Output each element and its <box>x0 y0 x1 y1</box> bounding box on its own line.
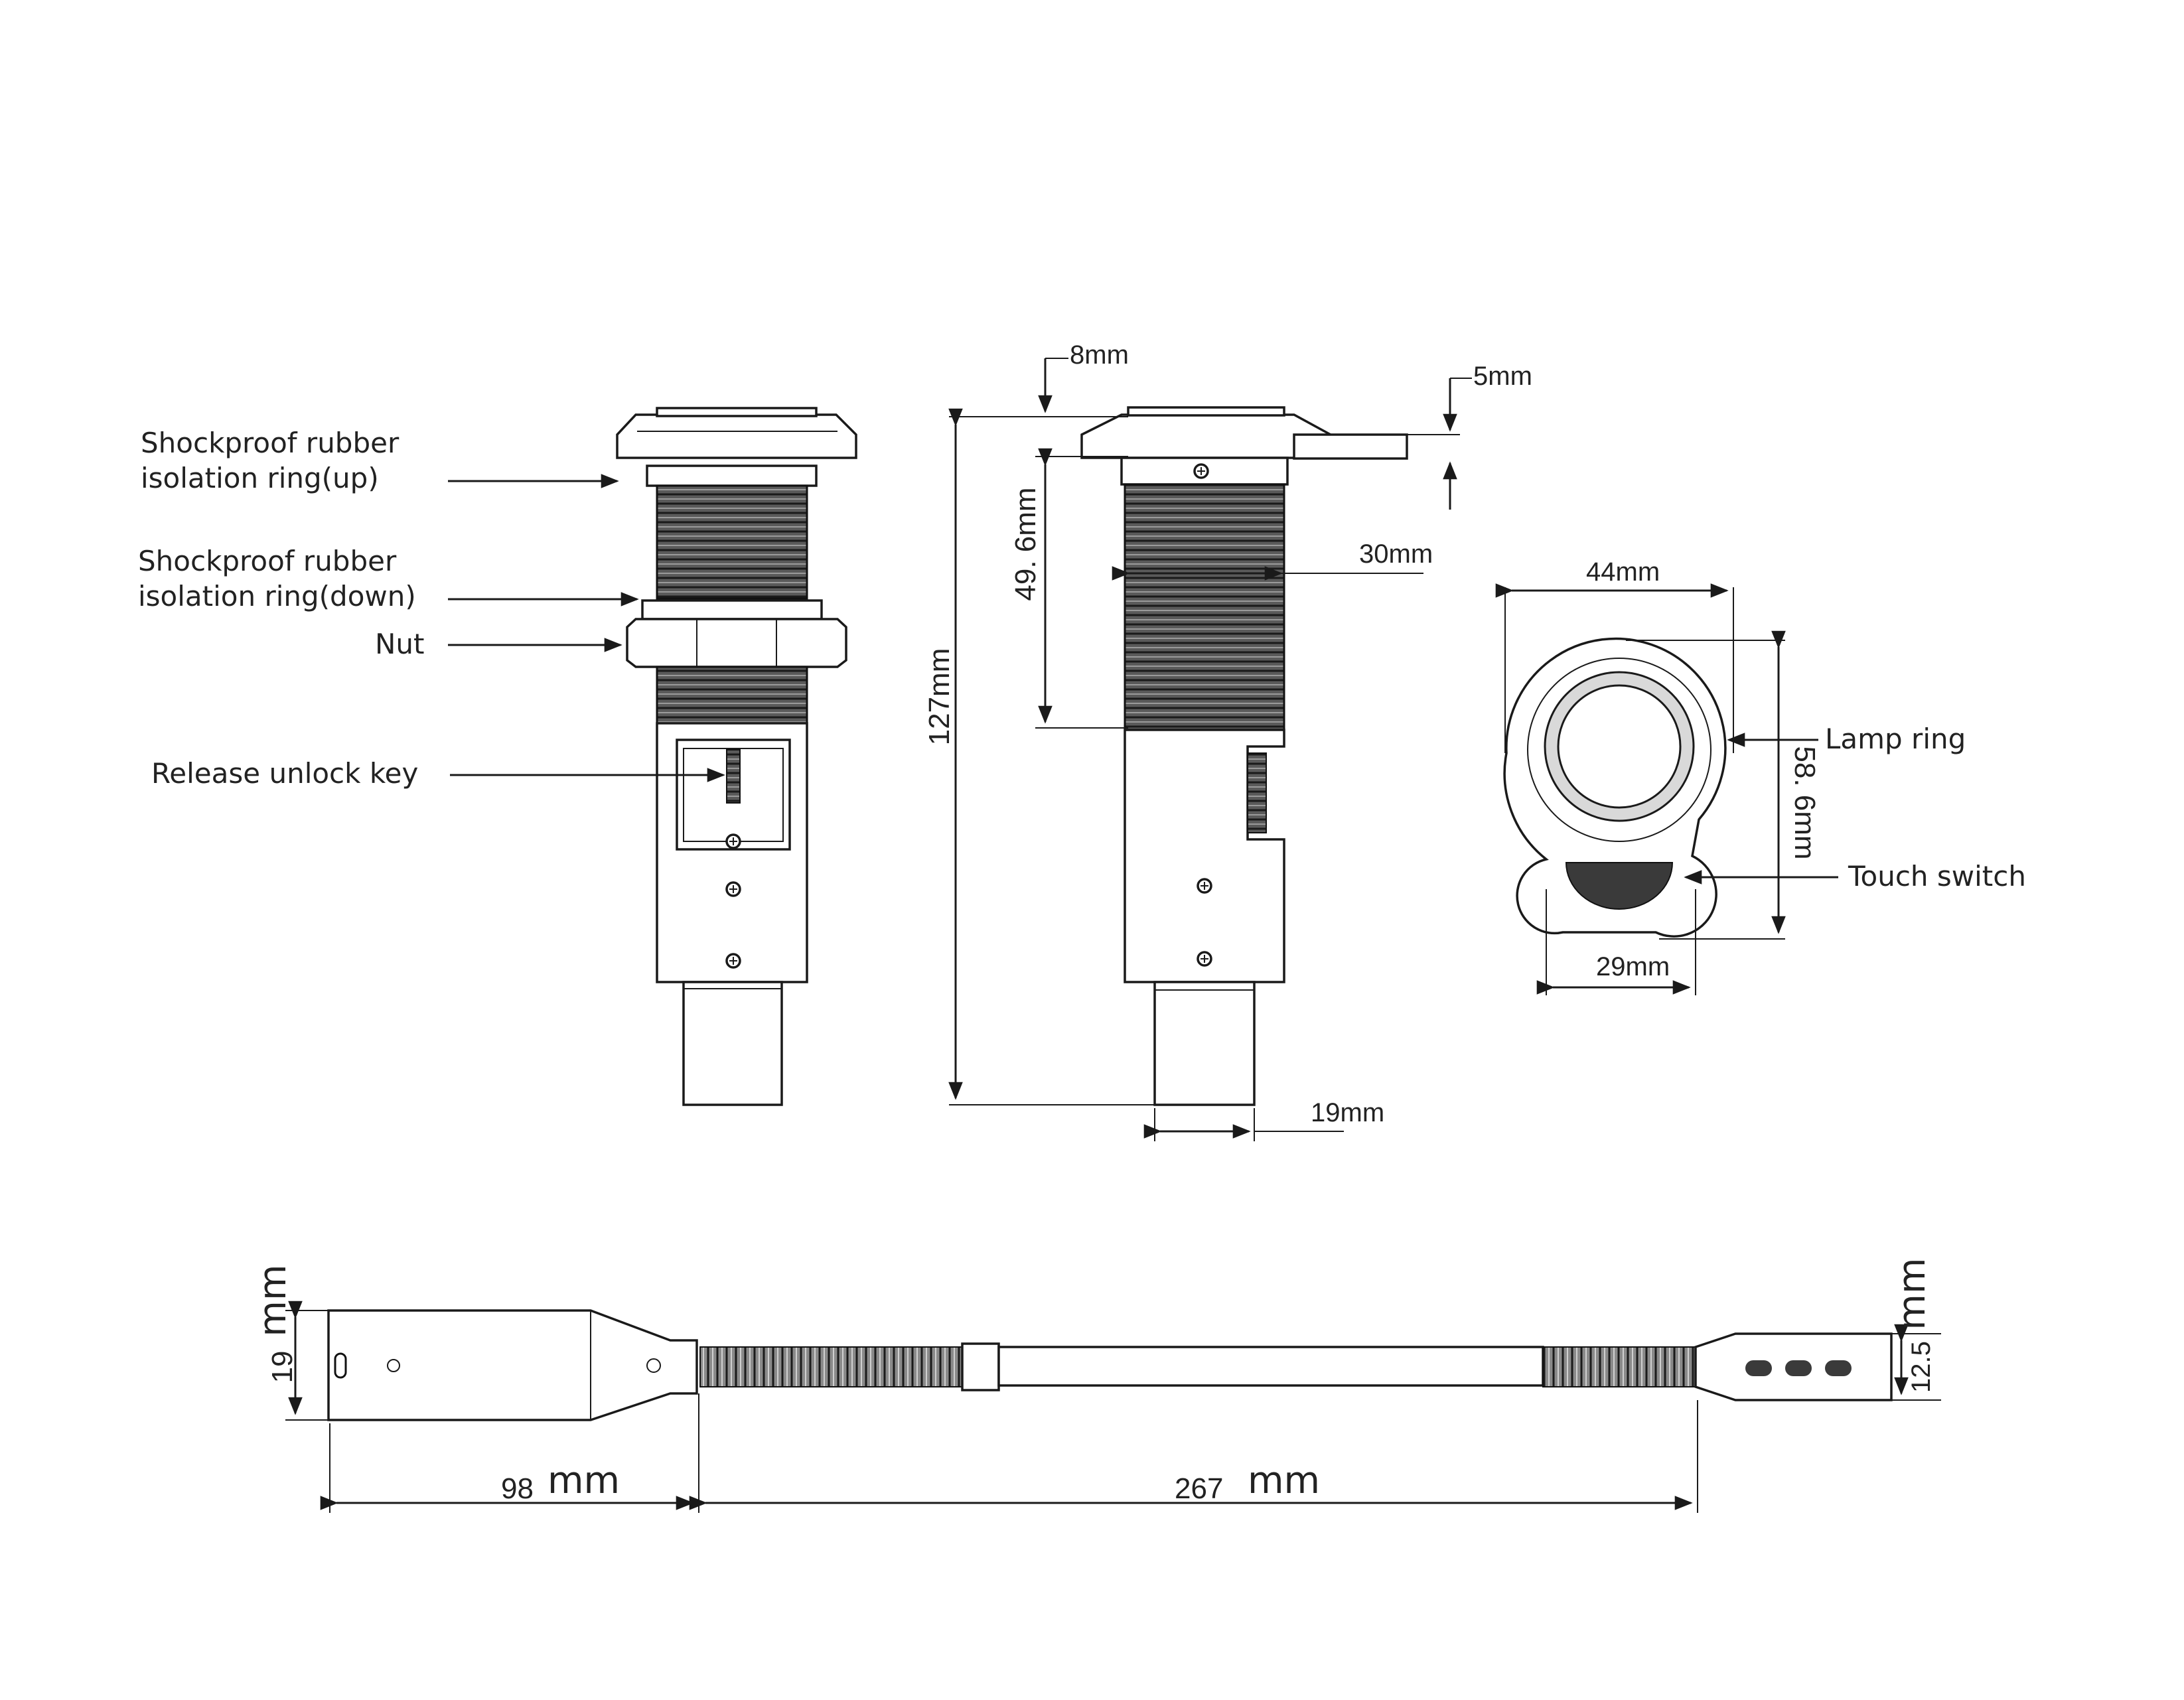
dim-98: 98 <box>501 1472 534 1505</box>
label-nut: Nut <box>375 628 425 660</box>
dim-58-6: 58. 6mm <box>1788 746 1821 859</box>
top-view-dimensions: 44mm 58. 6mm 29mm Lamp ring Touch switch <box>1495 557 2026 995</box>
dim-gooseneck-12-5: 12.5 <box>1907 1341 1936 1393</box>
label-shockproof-down-2: isolation ring(down) <box>138 580 416 612</box>
label-shockproof-up-1: Shockproof rubber <box>141 427 400 459</box>
dim-127: 127mm <box>923 648 956 746</box>
label-touch-switch: Touch switch <box>1848 860 2026 892</box>
label-shockproof-up-2: isolation ring(up) <box>141 462 379 494</box>
dim-5: 5mm <box>1473 362 1532 391</box>
dim-29: 29mm <box>1596 952 1670 981</box>
label-lamp-ring: Lamp ring <box>1825 723 1966 755</box>
dim-gooseneck-19-unit: mm <box>252 1264 295 1336</box>
side-view <box>1080 406 1408 1106</box>
front-view <box>616 407 857 1106</box>
dim-44: 44mm <box>1586 557 1660 587</box>
dim-19: 19mm <box>1311 1098 1384 1127</box>
dim-49-6: 49. 6mm <box>1009 487 1042 601</box>
mic-grille-icon <box>1745 1360 1852 1376</box>
side-view-dimensions: 127mm 49. 6mm 8mm 5mm 30mm 19mm <box>923 340 1532 1141</box>
gooseneck-view <box>327 1309 1893 1421</box>
gooseneck-dimensions: 19 mm 98 mm 267 mm 12.5 mm <box>252 1257 1941 1513</box>
label-shockproof-down-1: Shockproof rubber <box>138 545 397 577</box>
label-release-key: Release unlock key <box>151 757 418 790</box>
dim-8: 8mm <box>1070 340 1129 370</box>
front-view-labels: Shockproof rubber isolation ring(up) Sho… <box>138 427 725 790</box>
touch-switch-icon <box>1565 862 1674 910</box>
release-key-icon <box>726 749 741 804</box>
dim-98-unit: mm <box>547 1459 620 1502</box>
dim-267-unit: mm <box>1248 1459 1320 1502</box>
dim-gooseneck-12-5-unit: mm <box>1891 1257 1934 1330</box>
dim-30: 30mm <box>1359 539 1433 569</box>
dim-267: 267 <box>1175 1472 1223 1505</box>
top-view <box>1503 637 1727 938</box>
dim-gooseneck-19: 19 <box>266 1351 299 1383</box>
